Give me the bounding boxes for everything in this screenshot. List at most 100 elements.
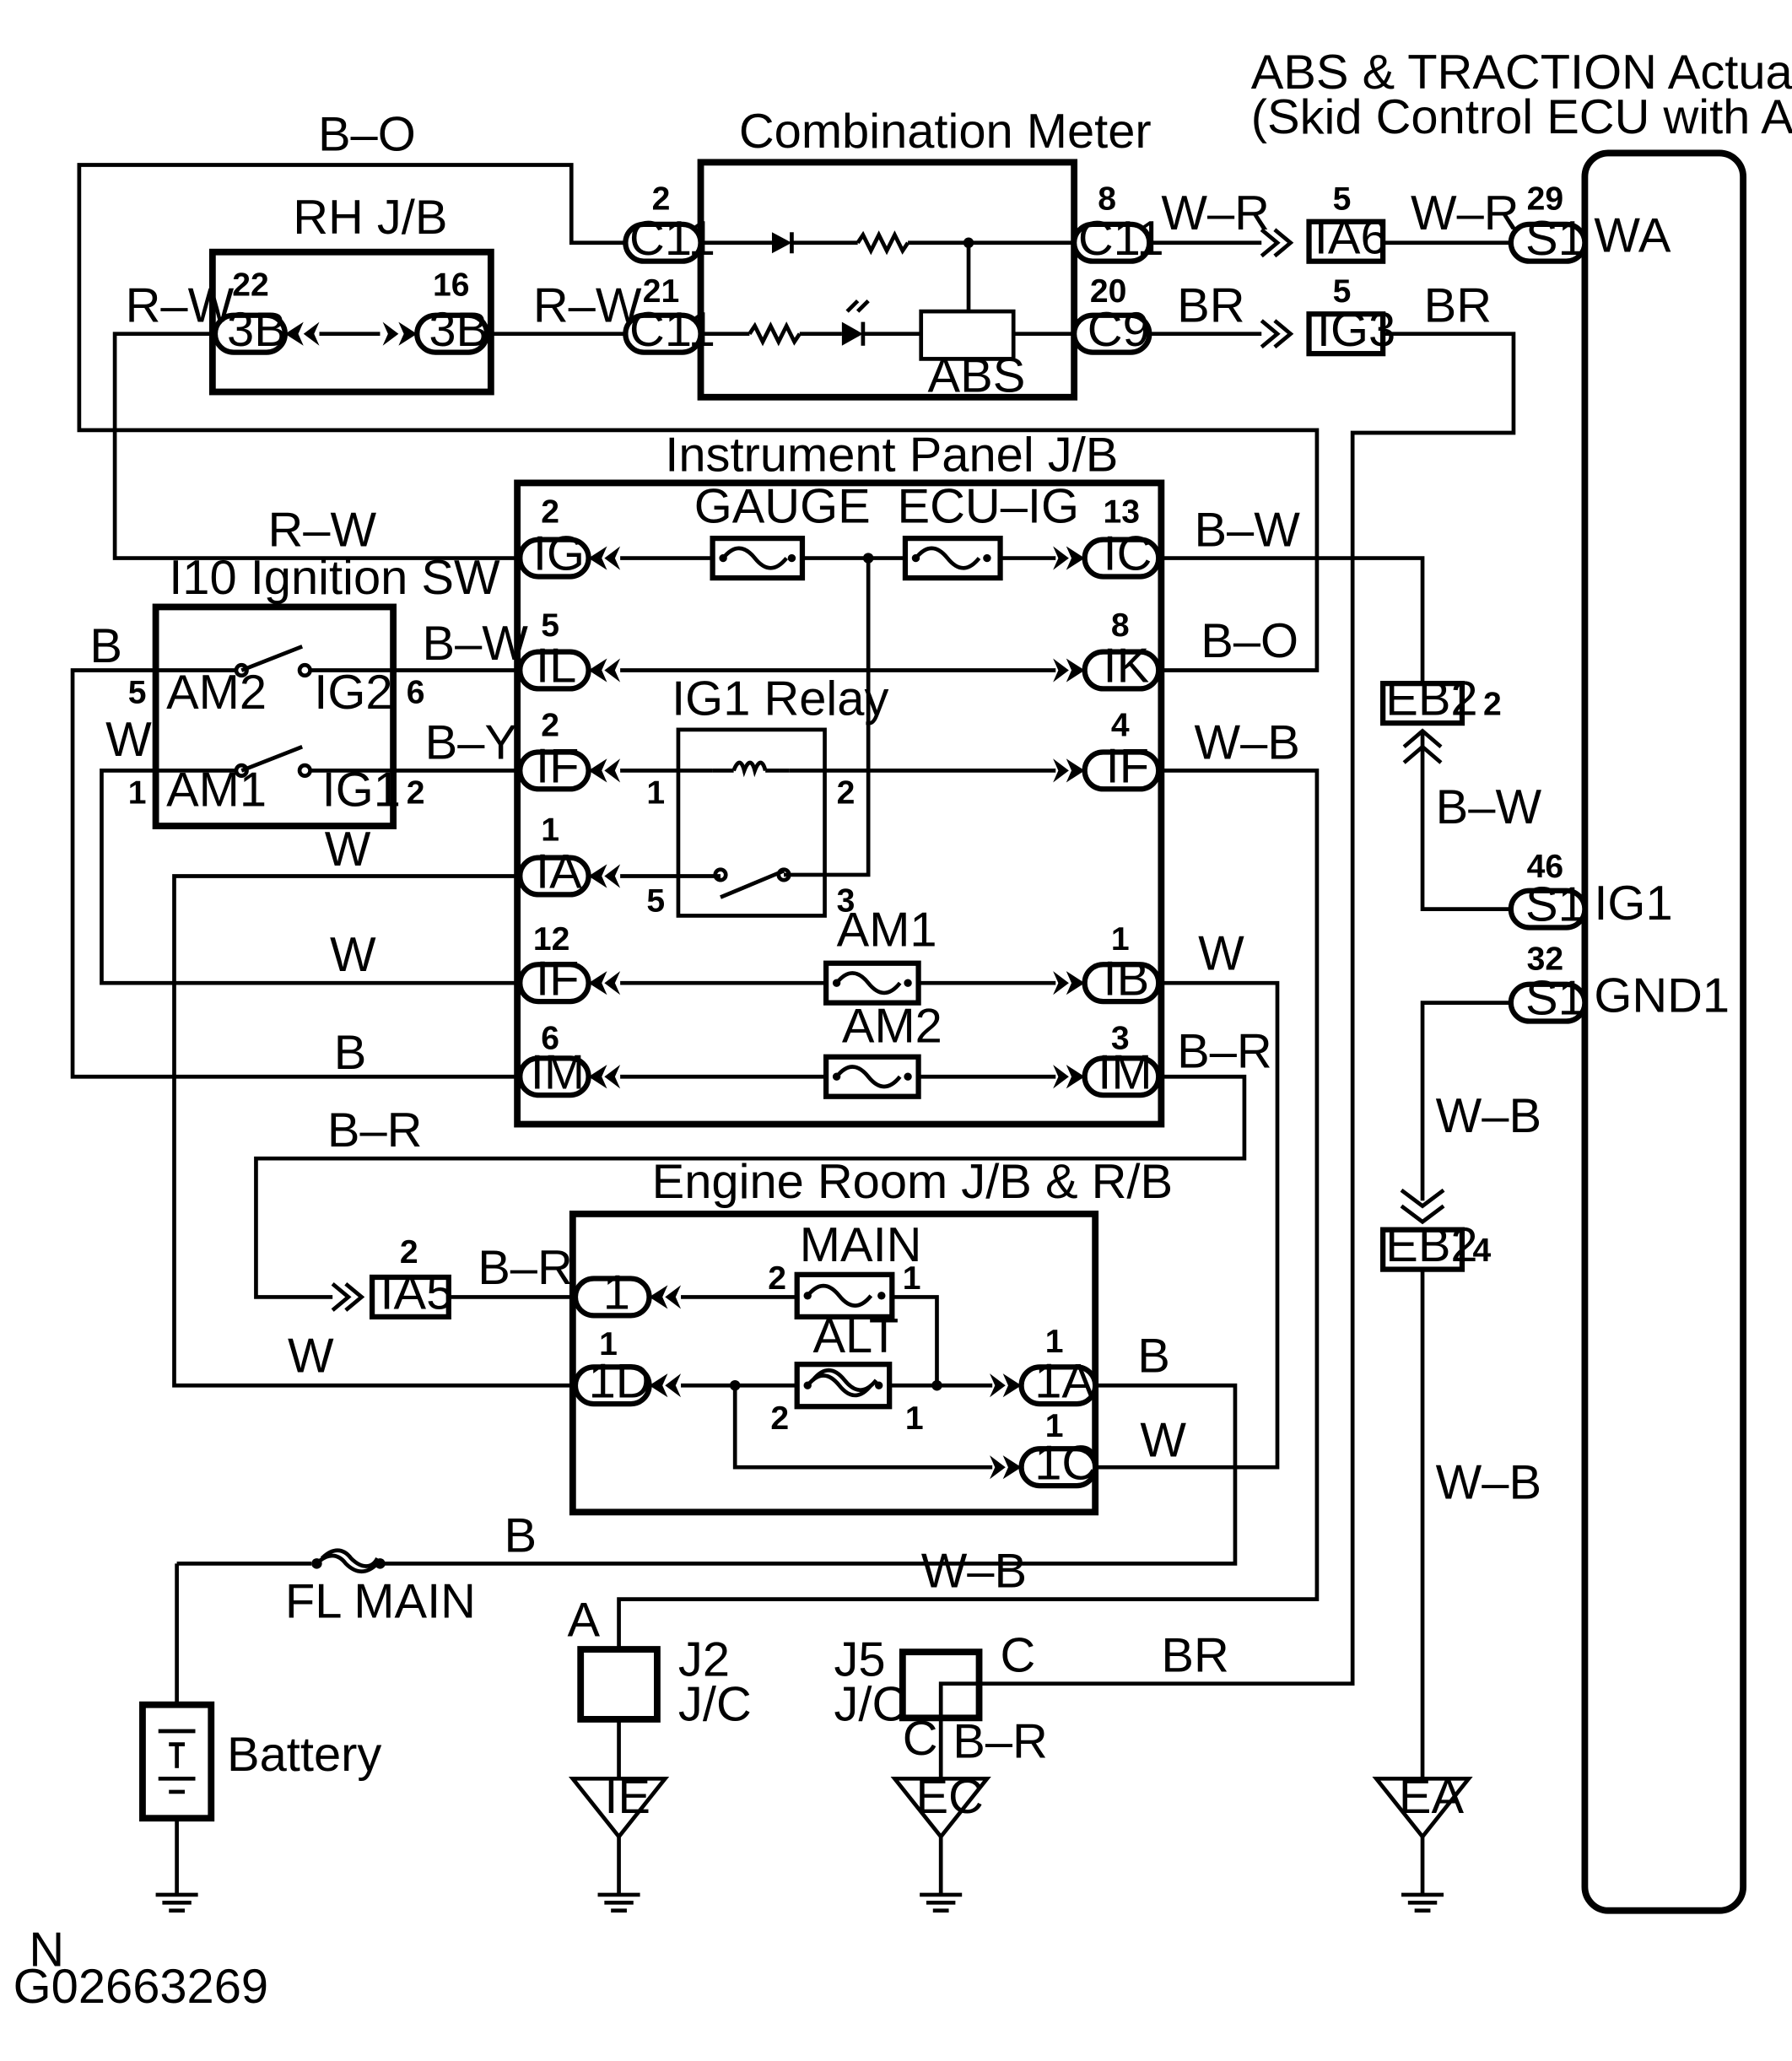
wire-b-w-ic: B–W [1194, 504, 1300, 558]
connector-eb2-bottom [1379, 1227, 1465, 1272]
connector-il-label: IL [536, 639, 576, 693]
pin-er-1a-1: 1 [1045, 1324, 1064, 1360]
wire-w-1c: W [1140, 1414, 1186, 1468]
switch-am2-label: AM2 [166, 666, 267, 720]
pin-er-1d-1: 1 [599, 1326, 618, 1362]
connector-rhjb-16-label: 3B [429, 303, 488, 357]
engine-room-jb-box [569, 1210, 1099, 1516]
wire-w-ib: W [1198, 927, 1244, 981]
gnd1-pin-label: GND1 [1594, 969, 1730, 1023]
pin-main-2: 2 [768, 1260, 786, 1297]
connector-eb2-top-label: EB2 [1385, 672, 1477, 726]
connector-ic-label: IC [1104, 527, 1152, 581]
rh-jb-label: RH J/B [293, 191, 447, 245]
wire-w-b-if: W–B [1194, 715, 1299, 769]
fuse-ecu-ig-label: ECU–IG [898, 479, 1079, 533]
wire-b-im: B [334, 1026, 367, 1080]
connector-er-1-label: 1 [603, 1266, 630, 1320]
connector-s1-46-label: S1 [1525, 878, 1585, 932]
pin-im-3: 3 [1111, 1020, 1130, 1056]
connector-if-4-label: IF [1106, 739, 1149, 793]
j5-c-top-label: C [1001, 1629, 1036, 1683]
pin-il-5: 5 [541, 607, 559, 644]
wire-r-w-ig: R–W [268, 504, 377, 558]
wire-r-w-left: R–W [126, 279, 235, 333]
wire-b-o-top: B–O [318, 107, 416, 161]
ground-ie [597, 1892, 640, 1913]
pin-sw-2: 2 [407, 774, 425, 811]
ground-ie-label: IE [604, 1770, 650, 1824]
j2-a-label: A [568, 1593, 601, 1647]
wire-w-b-gnd1: W–B [1436, 1089, 1541, 1143]
pin-main-1: 1 [903, 1260, 921, 1297]
connector-ig-label: IG [533, 527, 585, 581]
pin-eb2-top: 2 [1483, 687, 1502, 723]
ground-ea [1401, 1892, 1444, 1913]
wire-b-o-ik: B–O [1201, 614, 1298, 668]
pin-ia-1: 1 [541, 812, 559, 848]
pin-alt-1: 1 [905, 1400, 924, 1437]
pin-ia5-2: 2 [400, 1234, 418, 1271]
fuse-alt-label: ALT [812, 1309, 899, 1363]
switch-ig2-label: IG2 [314, 666, 392, 720]
pin-im-6: 6 [541, 1020, 559, 1056]
ground-battery [155, 1892, 198, 1913]
ig1-relay-box [676, 727, 827, 918]
connector-rhjb-22-label: 3B [227, 303, 287, 357]
ground-ea-label: EA [1399, 1770, 1465, 1824]
pin-sw-1: 1 [128, 774, 147, 811]
ignition-switch-box [152, 603, 397, 829]
resistor-bottom [748, 321, 802, 347]
footer-code-label: G02663269 [13, 1960, 268, 2014]
wire-b-w-eb2: B–W [1436, 780, 1542, 834]
pin-ig-2: 2 [541, 494, 559, 530]
pin-rhjb-22: 22 [232, 267, 268, 303]
j5-c-bottom-label: C [903, 1712, 938, 1766]
connector-ia6-label: IA6 [1314, 210, 1388, 264]
ground-ec-label: EC [915, 1770, 983, 1824]
instrument-panel-jb-label: Instrument Panel J/B [665, 428, 1118, 482]
fuse-gauge-label: GAUGE [694, 479, 871, 533]
wire-w-r-2: W–R [1411, 186, 1519, 240]
relay-coil [731, 760, 768, 778]
wire-w-sw: W [105, 713, 152, 767]
abs-label: ABS [928, 349, 1026, 403]
wire-r-w-mid: R–W [533, 279, 642, 333]
pin-relay-1: 1 [646, 774, 665, 811]
pin-eb2-bottom: 4 [1472, 1233, 1491, 1269]
battery-label: Battery [227, 1728, 381, 1782]
connector-er-1d-label: 1D [589, 1354, 651, 1408]
connector-s1-32-label: S1 [1525, 972, 1585, 1026]
wire-w-b-j2: W–B [921, 1545, 1027, 1599]
pin-er-1c-1: 1 [1045, 1408, 1064, 1444]
wire-w-r-1: W–R [1161, 186, 1270, 240]
combination-meter-box [697, 159, 1078, 401]
pin-ic-13: 13 [1104, 494, 1140, 530]
connector-im-6-label: IM [531, 1045, 585, 1099]
connector-ia-label: IA [536, 845, 582, 899]
rh-jb-box [208, 248, 494, 396]
pin-if-2: 2 [541, 708, 559, 744]
connector-eb2-top [1379, 681, 1465, 726]
j5-jc-label: J/C [834, 1677, 907, 1731]
wire-b-y: B–Y [425, 715, 517, 769]
pin-c9-20: 20 [1090, 273, 1126, 310]
engine-room-jb-label: Engine Room J/B & R/B [652, 1155, 1173, 1209]
pin-sw-5: 5 [128, 675, 147, 711]
ground-ie-triangle [568, 1776, 670, 1840]
wire-b-r-ia5: B–R [478, 1241, 573, 1295]
ig1-relay-label: IG1 Relay [672, 672, 888, 726]
wire-br-1: BR [1177, 279, 1244, 333]
pin-s1-46: 46 [1527, 849, 1563, 885]
connector-s1-29 [1508, 221, 1588, 264]
connector-rhjb-16 [414, 312, 490, 355]
fuse-am1-label: AM1 [837, 903, 937, 957]
pin-ig3-5: 5 [1333, 273, 1352, 310]
fuse-am2 [823, 1054, 921, 1099]
connector-eb2-bottom-label: EB2 [1385, 1218, 1477, 1272]
j2-jc-label: J/C [678, 1677, 752, 1731]
j2-junction-box [577, 1646, 661, 1723]
connector-c11-21-label: C11 [629, 303, 715, 357]
pin-relay-3: 3 [837, 883, 856, 920]
